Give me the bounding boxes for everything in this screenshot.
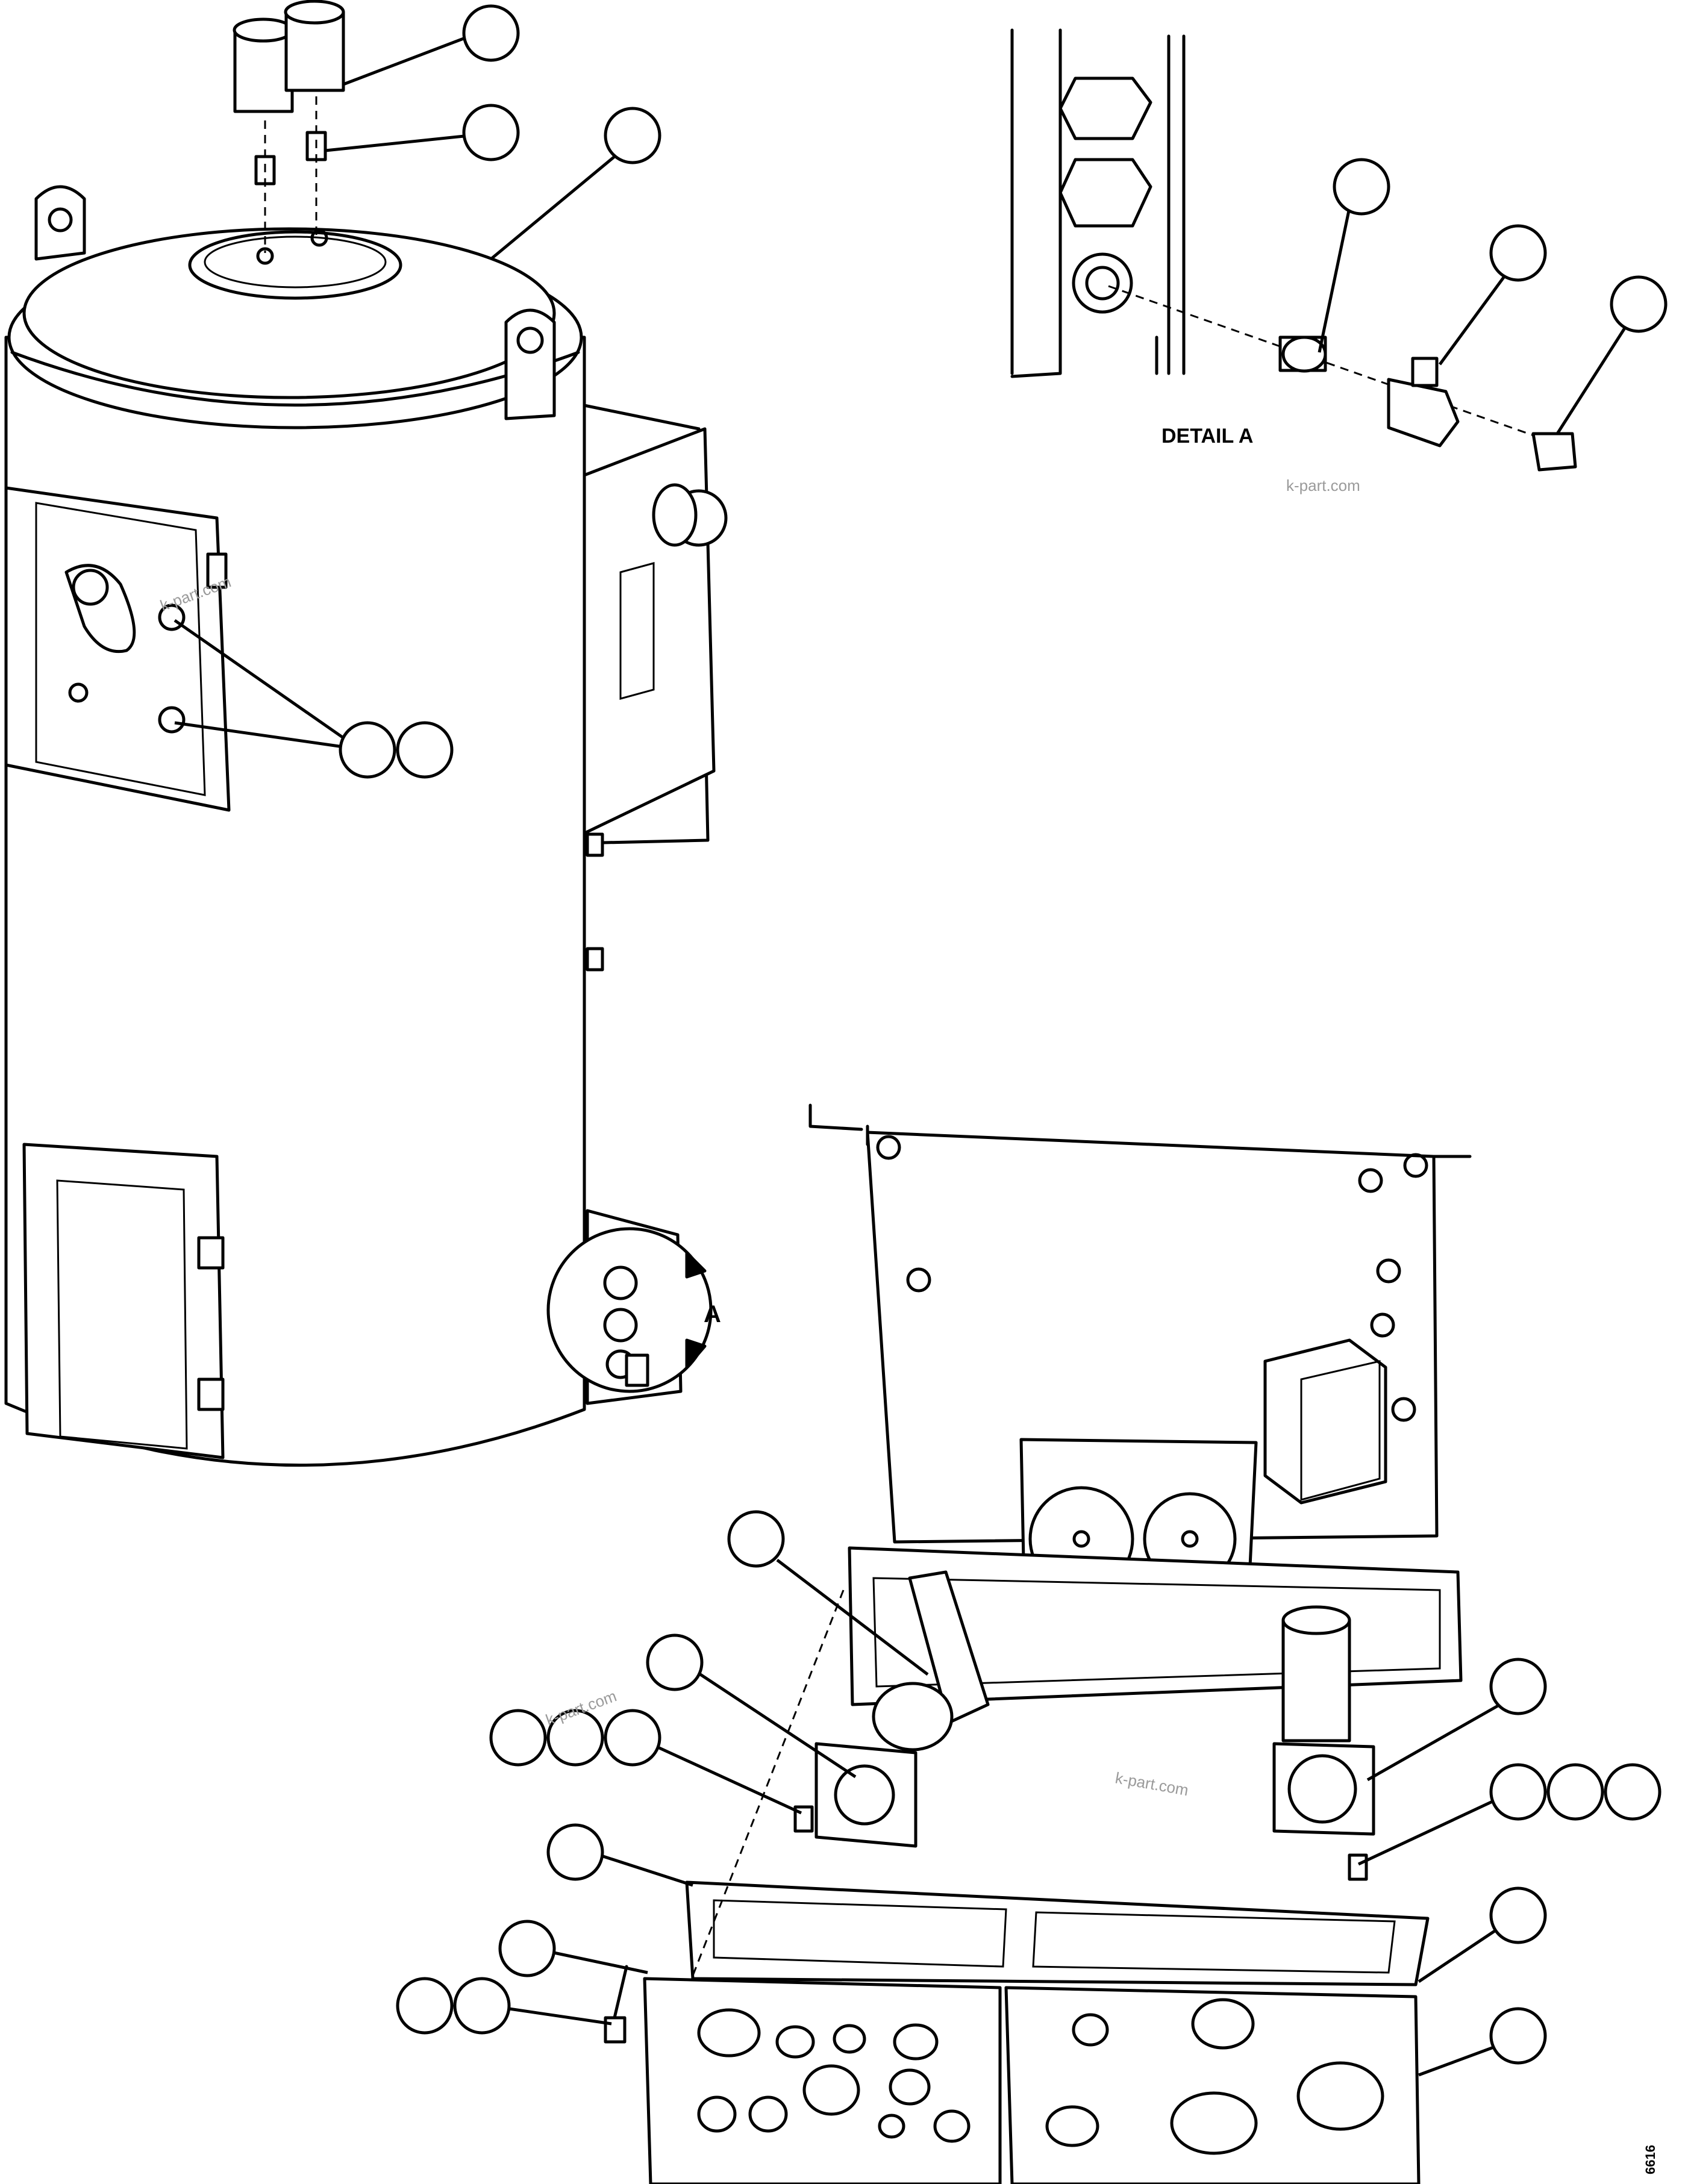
figure-code: 6616	[1643, 2145, 1658, 2174]
watermark-4: k-part.com	[1114, 1768, 1190, 1799]
tank-body	[4, 185, 728, 1467]
blanking-cap	[233, 0, 345, 253]
base-assembly	[604, 1103, 1472, 2184]
watermark-2: k-part.com	[1286, 476, 1360, 495]
callout-bubble	[174, 4, 1668, 2077]
detail-view	[1010, 28, 1577, 472]
detail-marker: A	[704, 1301, 721, 1328]
detail-label: DETAIL A	[1161, 425, 1253, 448]
